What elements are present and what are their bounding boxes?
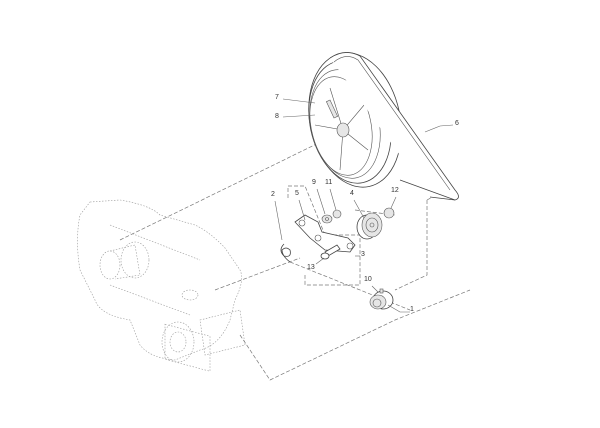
callout-6: 6 — [455, 120, 459, 127]
washer — [321, 214, 333, 224]
bolt — [320, 244, 341, 260]
nut — [332, 209, 342, 219]
idler-pulley — [356, 212, 383, 240]
tensioner-group-outline — [287, 185, 361, 286]
callout-8: 8 — [275, 113, 279, 120]
callout-9: 9 — [312, 179, 316, 186]
callout-5: 5 — [295, 190, 299, 197]
callout-leaders — [274, 98, 454, 313]
callout-1: 1 — [410, 306, 414, 313]
v-belt — [329, 52, 459, 201]
callout-2: 2 — [271, 191, 275, 198]
drive-pulley — [369, 288, 394, 310]
callout-3: 3 — [361, 251, 365, 258]
callout-4: 4 — [350, 190, 354, 197]
callout-13: 13 — [307, 264, 315, 271]
callout-10: 10 — [364, 276, 372, 283]
spring — [280, 243, 291, 263]
callout-12: 12 — [391, 187, 399, 194]
callout-7: 7 — [275, 94, 279, 101]
callout-11: 11 — [325, 179, 333, 186]
engine-housing-outline — [77, 199, 246, 372]
idler-nut — [383, 207, 395, 219]
tensioner-arm — [294, 214, 356, 253]
